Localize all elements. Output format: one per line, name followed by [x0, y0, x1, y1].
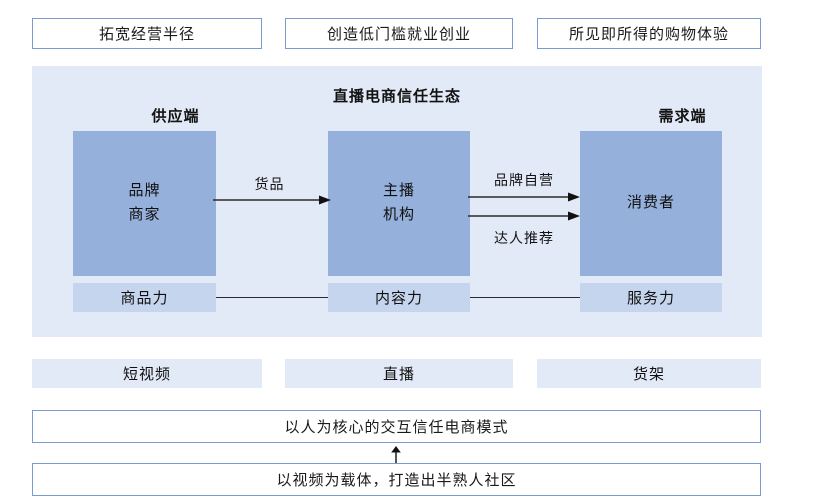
statement-trust-commerce-model-label: 以人为核心的交互信任电商模式 — [284, 420, 509, 436]
channel-short-video: 短视频 — [32, 359, 262, 388]
supply-side-label: 供应端 — [151, 109, 200, 125]
channel-livestream-label: 直播 — [382, 367, 415, 383]
capability-content-label: 内容力 — [374, 291, 423, 307]
capability-product-label: 商品力 — [120, 291, 169, 307]
capability-content: 内容力 — [328, 283, 470, 312]
statement-trust-commerce-model: 以人为核心的交互信任电商模式 — [32, 410, 761, 443]
node-anchor-agency: 主播 机构 — [328, 131, 470, 276]
node-brand-merchant-line2: 商家 — [128, 206, 161, 223]
top-banner-2: 创造低门槛就业创业 — [285, 18, 513, 49]
capability-service: 服务力 — [580, 283, 722, 312]
top-banner-2-label: 创造低门槛就业创业 — [326, 27, 471, 43]
channel-short-video-label: 短视频 — [122, 367, 171, 383]
node-consumer: 消费者 — [580, 131, 722, 276]
channel-shelf-label: 货架 — [632, 367, 665, 383]
node-anchor-agency-line1: 主播 — [382, 183, 415, 200]
capability-connector-right — [470, 297, 580, 298]
top-banner-1: 拓宽经营半径 — [32, 18, 262, 49]
node-consumer-line1: 消费者 — [626, 194, 675, 211]
channel-livestream: 直播 — [285, 359, 513, 388]
node-brand-merchant-line1: 品牌 — [128, 183, 161, 200]
node-brand-merchant: 品牌 商家 — [73, 131, 216, 276]
node-anchor-agency-line2: 机构 — [382, 206, 415, 223]
top-banner-3-label: 所见即所得的购物体验 — [568, 27, 729, 43]
flow-brand-self-operated-label: 品牌自营 — [494, 174, 554, 189]
capability-service-label: 服务力 — [626, 291, 675, 307]
statement-video-community-label: 以视频为载体，打造出半熟人社区 — [276, 473, 517, 489]
channel-shelf: 货架 — [537, 359, 761, 388]
trust-ecosystem-panel: 直播电商信任生态 供应端 需求端 品牌 商家 主播 机构 消费者 货品 品牌自营 — [32, 66, 762, 337]
flow-goods-arrow — [213, 195, 331, 205]
statement-video-community: 以视频为载体，打造出半熟人社区 — [32, 463, 761, 496]
flow-influencer-recommend-arrow — [468, 211, 580, 221]
top-banner-3: 所见即所得的购物体验 — [537, 18, 761, 49]
capability-product: 商品力 — [73, 283, 216, 312]
top-banner-1-label: 拓宽经营半径 — [98, 27, 195, 43]
capability-connector-left — [216, 297, 328, 298]
panel-title: 直播电商信任生态 — [332, 89, 461, 105]
flow-brand-self-operated-arrow — [468, 192, 580, 202]
flow-influencer-recommend-label: 达人推荐 — [494, 232, 554, 247]
flow-goods-label: 货品 — [254, 178, 285, 193]
demand-side-label: 需求端 — [658, 109, 707, 125]
